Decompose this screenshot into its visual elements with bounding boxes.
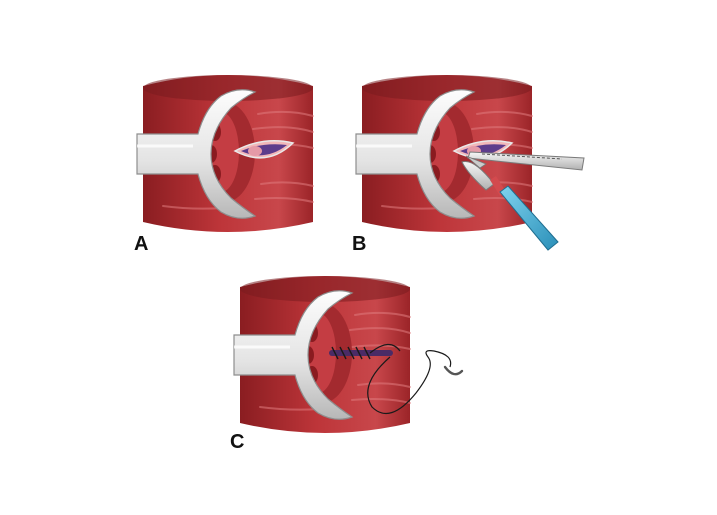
scalpel-icon (461, 160, 559, 251)
suture-closure-icon (329, 343, 464, 415)
panel-label-b: B (352, 233, 367, 255)
panel-c (232, 274, 464, 435)
panel-a (135, 73, 315, 234)
panel-b (354, 73, 585, 251)
panel-label-c: C (230, 431, 245, 453)
forceps-icon (465, 151, 585, 171)
panel-label-a: A (134, 233, 149, 255)
